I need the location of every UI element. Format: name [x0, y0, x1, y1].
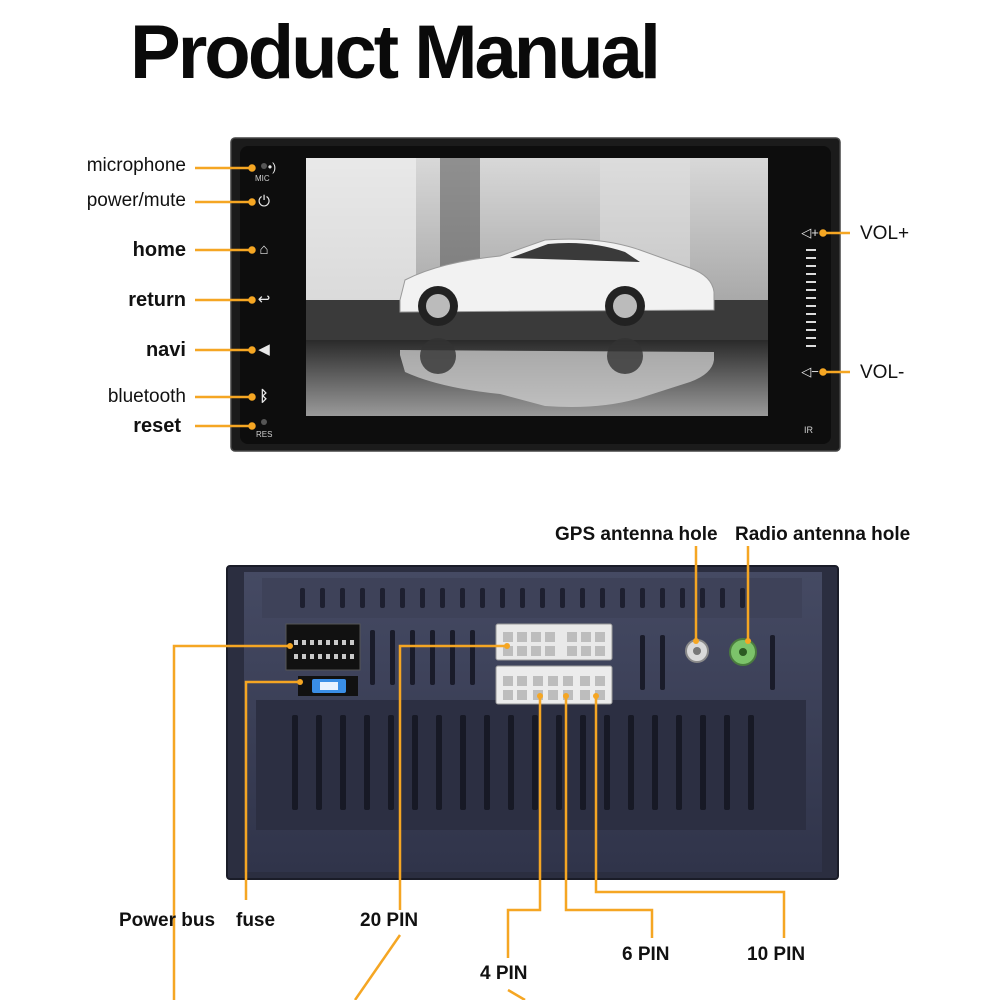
label-power-bus: Power bus: [119, 910, 216, 931]
label-vol-down: VOL-: [860, 362, 905, 383]
label-fuse: fuse: [236, 910, 276, 931]
label-navi: navi: [145, 339, 186, 361]
label-microphone: microphone: [86, 155, 186, 176]
power-icon[interactable]: ⏻: [258, 193, 270, 210]
label-home: home: [132, 239, 186, 261]
fuse-slot: [298, 676, 358, 696]
label-6-pin: 6 PIN: [622, 944, 670, 965]
radio-antenna-port: [729, 638, 757, 666]
label-reset: reset: [133, 415, 181, 437]
connector-block-4-6-10pin: [495, 665, 613, 705]
bluetooth-icon[interactable]: ᛒ: [259, 388, 269, 405]
page-title: Product Manual: [130, 10, 661, 95]
res-mark: RES: [256, 430, 273, 439]
label-radio-antenna-hole: Radio antenna hole: [735, 524, 911, 545]
label-bluetooth: bluetooth: [107, 386, 186, 407]
home-icon[interactable]: ⌂: [259, 241, 269, 258]
microphone-icon: •): [267, 160, 277, 174]
back-leader-lines: [172, 546, 786, 1000]
ir-mark: IR: [804, 425, 813, 435]
front-leader-lines: [195, 164, 850, 430]
label-10-pin: 10 PIN: [747, 944, 806, 965]
return-icon[interactable]: ↩: [257, 291, 271, 308]
mic-mark: MIC: [255, 174, 270, 183]
connector-block-20pin: [495, 623, 613, 661]
head-unit-front: [230, 137, 841, 452]
volume-slider-ticks[interactable]: [806, 249, 816, 347]
label-return: return: [128, 289, 186, 311]
label-power-mute: power/mute: [86, 190, 186, 211]
screen-photo: [306, 158, 768, 416]
label-gps-antenna-hole: GPS antenna hole: [555, 524, 718, 545]
head-unit-back: [226, 565, 839, 880]
power-bus-connector: [285, 623, 361, 671]
label-vol-up: VOL+: [860, 223, 910, 244]
volume-up-icon[interactable]: ◁+: [801, 225, 819, 240]
back-leader-dots: [287, 638, 751, 699]
label-20-pin: 20 PIN: [360, 910, 419, 931]
label-4-pin: 4 PIN: [480, 963, 528, 984]
volume-down-icon[interactable]: ◁−: [801, 364, 819, 379]
gps-antenna-port: [685, 639, 709, 663]
navi-icon[interactable]: ◀: [258, 341, 270, 358]
